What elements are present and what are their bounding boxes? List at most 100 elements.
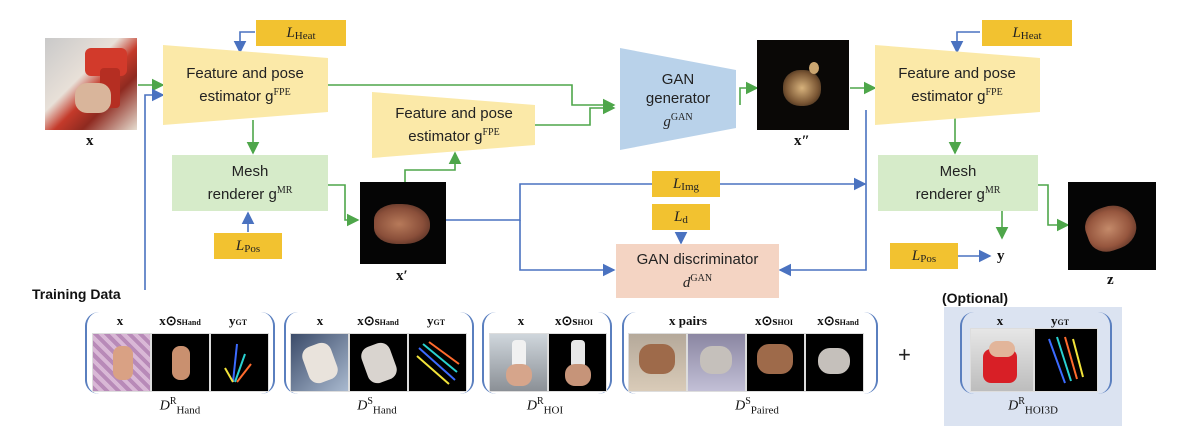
fpe1-line2: estimator g xyxy=(199,88,274,105)
optional-label: (Optional) xyxy=(942,290,1009,306)
dataset-bracket-d-r-hand xyxy=(85,312,275,394)
label-x: x xyxy=(86,133,94,149)
ds4-col-xs-hoi: x⊙sHOI xyxy=(754,313,793,328)
dataset-bracket-d-s-paired xyxy=(622,312,878,394)
gen-shape xyxy=(620,48,736,150)
gen-line3: g xyxy=(663,114,671,130)
input-image-x xyxy=(45,38,137,130)
mr2-line2: renderer g xyxy=(915,186,985,203)
ds1-col-xs: x⊙sHand xyxy=(159,313,201,328)
ds3-col-xs: x⊙sHOI xyxy=(554,313,593,328)
fpe1-sup: FPE xyxy=(273,87,291,98)
fpe1-line1: Feature and pose xyxy=(186,65,304,82)
dataset-label-d-r-hoi: DRHOI xyxy=(526,396,564,417)
fpe1-shape xyxy=(163,45,328,125)
fpe2-shape xyxy=(372,92,535,158)
mesh-renderer-2: Mesh renderer gMR xyxy=(878,155,1038,211)
loss-img-L: L xyxy=(672,175,682,192)
loss-pos-1-sub: Pos xyxy=(244,243,261,255)
loss-pos-2-L: L xyxy=(911,247,921,264)
mr1-sup: MR xyxy=(276,185,293,196)
ds5-col-y: yGT xyxy=(1050,313,1070,328)
label-z: z xyxy=(1107,272,1114,288)
ds2-thumb-image xyxy=(290,333,349,392)
ds1-thumb-mask xyxy=(151,333,210,392)
fpe2-line2: estimator g xyxy=(408,128,483,145)
loss-img-sub: Img xyxy=(681,181,700,193)
ds4-thumb-3 xyxy=(746,333,805,392)
ds4-col-x-pairs: x pairs xyxy=(669,313,707,328)
ds4-thumb-4 xyxy=(805,333,864,392)
mr1-line2: renderer g xyxy=(207,186,277,203)
gan-discriminator: GAN discriminator dGAN xyxy=(616,244,779,298)
mr2-line1: Mesh xyxy=(939,163,977,180)
ds5-col-x: x xyxy=(996,313,1004,328)
loss-pos-1-L: L xyxy=(235,237,245,254)
image-z xyxy=(1068,182,1156,270)
ds3-thumb-image xyxy=(489,333,548,392)
feature-pose-estimator-1: Feature and pose estimator gFPE xyxy=(165,60,325,110)
gan-generator: GAN generator gGAN xyxy=(622,70,734,132)
disc-line1: GAN discriminator xyxy=(636,250,759,268)
ds2-thumb-gt xyxy=(408,333,467,392)
feature-pose-estimator-2: Feature and pose estimator gFPE xyxy=(374,102,534,148)
ds2-col-xs: x⊙sHand xyxy=(357,313,399,328)
ds1-thumb-image xyxy=(92,333,151,392)
gen-sup: GAN xyxy=(670,112,693,123)
plus-sign: + xyxy=(898,342,911,367)
loss-heat-2-sub: Heat xyxy=(1020,30,1042,42)
ds1-col-x: x xyxy=(116,313,124,328)
loss-heat-1-sub: Heat xyxy=(294,30,316,42)
mr1-line1: Mesh xyxy=(231,163,269,180)
image-x-prime xyxy=(360,182,446,264)
label-x-prime: x′ xyxy=(396,268,408,284)
training-data-title: Training Data xyxy=(32,286,121,302)
ds3-thumb-mask xyxy=(548,333,607,392)
dataset-bracket-d-r-hoi xyxy=(482,312,612,394)
ds1-thumb-gt xyxy=(210,333,269,392)
loss-pos-2-sub: Pos xyxy=(920,253,937,265)
dataset-label-d-s-paired: DSPaired xyxy=(735,396,779,417)
disc-line2: d xyxy=(682,274,691,291)
gen-line1: GAN xyxy=(661,71,695,88)
ds4-col-xs-hand: x⊙sHand xyxy=(817,313,859,328)
mr2-sup: MR xyxy=(984,185,1001,196)
ds1-col-y: yGT xyxy=(228,313,248,328)
fpe3-sup: FPE xyxy=(985,87,1003,98)
dataset-bracket-d-r-hoi3d xyxy=(960,312,1112,394)
ds2-thumb-mask xyxy=(349,333,408,392)
fpe3-line2: estimator g xyxy=(911,88,986,105)
dataset-label-d-s-hand: DSHand xyxy=(357,396,397,417)
gen-line2: generator xyxy=(645,90,711,107)
ds4-thumb-1 xyxy=(628,333,687,392)
dataset-label-d-r-hand: DRHand xyxy=(159,396,201,417)
disc-sup: GAN xyxy=(690,272,713,284)
ds5-thumb-gt xyxy=(1034,328,1098,392)
loss-heat-2-L: L xyxy=(1012,24,1021,41)
ds5-thumb-image xyxy=(970,328,1034,392)
ds3-col-x: x xyxy=(517,313,525,328)
image-x-double-prime xyxy=(757,40,849,130)
loss-d-sub: d xyxy=(682,214,688,226)
fpe3-line1: Feature and pose xyxy=(898,65,1016,82)
label-x-double-prime: x″ xyxy=(794,133,810,149)
ds4-thumb-2 xyxy=(687,333,746,392)
label-y: y xyxy=(997,248,1005,264)
dataset-bracket-d-s-hand xyxy=(284,312,474,394)
fpe2-line1: Feature and pose xyxy=(395,105,513,122)
feature-pose-estimator-3: Feature and pose estimator gFPE xyxy=(877,60,1037,110)
loss-d-L: L xyxy=(674,208,683,225)
mesh-renderer-1: Mesh renderer gMR xyxy=(172,155,328,211)
fpe2-sup: FPE xyxy=(482,127,500,138)
ds2-col-y: yGT xyxy=(426,313,446,328)
ds2-col-x: x xyxy=(316,313,324,328)
loss-heat-1-L: L xyxy=(286,24,295,41)
dataset-label-d-r-hoi3d: DRHOI3D xyxy=(1008,396,1058,417)
